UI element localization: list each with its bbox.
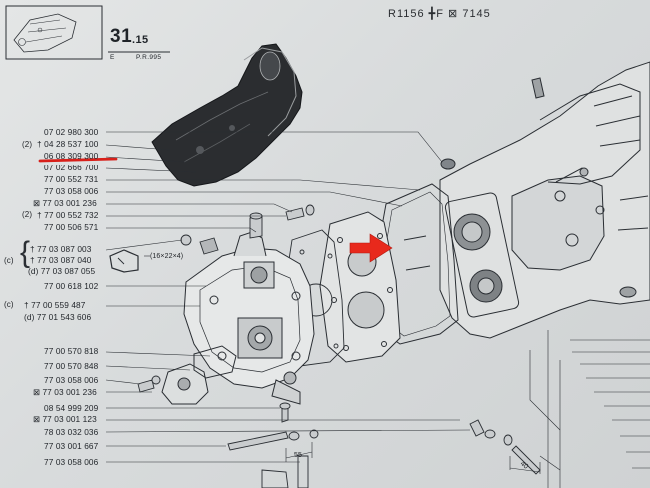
chapter-subsection: .15	[132, 34, 149, 46]
part-ref: (d) 77 03 087 055	[28, 266, 96, 276]
part-ref: † 77 00 559 487	[24, 300, 86, 310]
part-ref: 77 03 058 006	[44, 375, 99, 385]
part-ref: 77 00 618 102	[44, 281, 99, 291]
chapter-sub-label-right: P.R.995	[136, 54, 162, 61]
small-hardware	[109, 204, 541, 488]
part-ref: (d) 77 01 543 606	[24, 312, 92, 322]
part-ref: † 77 00 552 732	[37, 210, 99, 220]
part-ref: 78 03 032 036	[44, 427, 99, 437]
gearbox-casing	[439, 61, 650, 339]
dimension-lines	[144, 255, 541, 474]
chapter-number: 31	[110, 26, 133, 47]
part-ref: 77 00 570 818	[44, 346, 99, 356]
part-ref: 77 00 506 571	[44, 222, 99, 232]
part-ref: 77 03 001 667	[44, 441, 99, 451]
part-ref: ⊠ 77 03 001 236	[33, 198, 97, 208]
leader-lines	[105, 131, 471, 463]
part-ref: ⊠ 77 03 001 236	[33, 387, 97, 397]
selected-ref-underline	[38, 157, 118, 163]
part-ref: 77 00 570 848	[44, 361, 99, 371]
part-qty-mark: (2)	[22, 210, 33, 219]
part-variant-mark: (c)	[4, 300, 14, 309]
part-ref-selected: 06 08 309 300	[44, 151, 99, 161]
front-cover	[183, 231, 315, 405]
model-reference: R1156 ╋F ⊠ 7145	[388, 8, 491, 20]
bell-housing	[151, 43, 303, 187]
part-ref: 07 02 980 300	[44, 127, 99, 137]
part-ref: 77 03 058 006	[44, 457, 99, 467]
highlight-arrow	[349, 233, 393, 263]
bolt-length-label: 55	[294, 452, 302, 459]
bracket-dimension-label: (16×22×4)	[150, 253, 184, 260]
part-variant-mark: (c)	[4, 256, 14, 265]
part-ref: † 77 03 087 040	[30, 255, 92, 265]
part-ref: † 77 03 087 003	[30, 244, 92, 254]
side-cover	[161, 345, 237, 405]
part-ref: 77 00 552 731	[44, 174, 99, 184]
part-ref: 08 54 999 209	[44, 403, 99, 413]
chapter-sub-label-left: E	[110, 54, 115, 61]
brace: {	[20, 236, 31, 269]
chapter-thumbnail-box	[5, 5, 103, 60]
part-ref: † 04 28 537 100	[37, 139, 99, 149]
part-ref: ⊠ 77 03 001 123	[33, 414, 97, 424]
part-ref: 07 02 666 700	[44, 162, 99, 172]
right-leaders	[529, 330, 650, 488]
part-ref: 77 03 058 006	[44, 186, 99, 196]
part-qty-mark: (2)	[22, 140, 33, 149]
